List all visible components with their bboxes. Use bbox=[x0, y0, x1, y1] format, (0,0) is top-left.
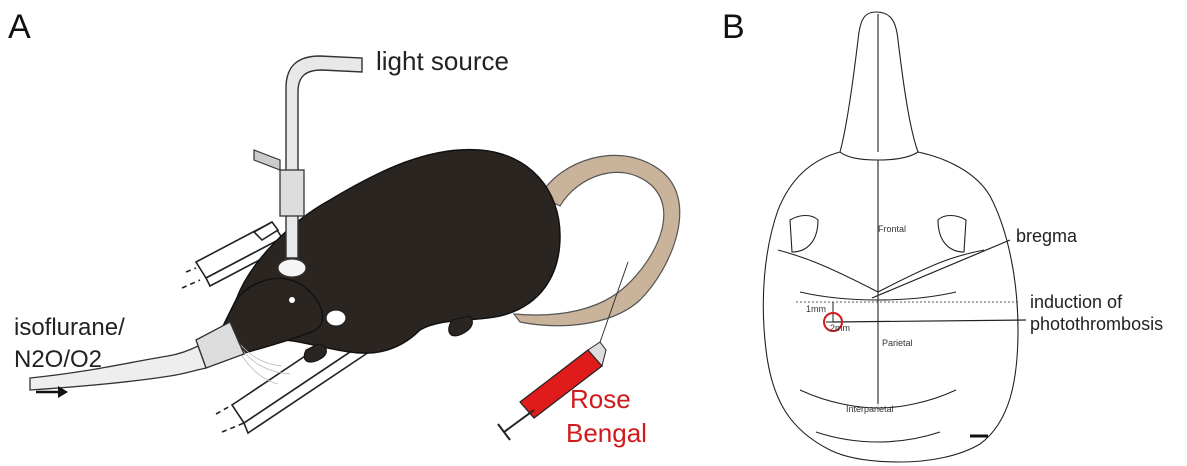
panel-label-b: B bbox=[722, 8, 745, 47]
offset-label-1mm: 1mm bbox=[806, 304, 826, 314]
induction-label-line2: photothrombosis bbox=[1030, 314, 1163, 335]
light-source-label: light source bbox=[376, 46, 509, 77]
light-spot bbox=[278, 259, 306, 277]
dye-label-line1: Rose bbox=[570, 384, 631, 415]
induction-label-line1: induction of bbox=[1030, 292, 1122, 313]
offset-label-2mm: 2mm bbox=[830, 323, 850, 333]
bone-label-frontal: Frontal bbox=[878, 224, 906, 234]
light-guide-clamp bbox=[280, 170, 304, 216]
anesthesia-label-line1: isoflurane/ bbox=[14, 312, 125, 344]
bone-label-parietal: Parietal bbox=[882, 338, 913, 348]
light-guide-holder bbox=[254, 150, 280, 170]
bregma-label: bregma bbox=[1016, 226, 1077, 247]
rat-setup-illustration bbox=[30, 56, 680, 440]
panel-label-a: A bbox=[8, 8, 31, 47]
bone-label-interparietal: Interparietal bbox=[846, 404, 894, 414]
rat-eye bbox=[289, 297, 295, 303]
dye-label-line2: Bengal bbox=[566, 418, 647, 449]
skull-diagram bbox=[763, 12, 1018, 462]
anesthesia-label-line2: N2O/O2 bbox=[14, 344, 102, 376]
rat-ear bbox=[326, 310, 346, 326]
